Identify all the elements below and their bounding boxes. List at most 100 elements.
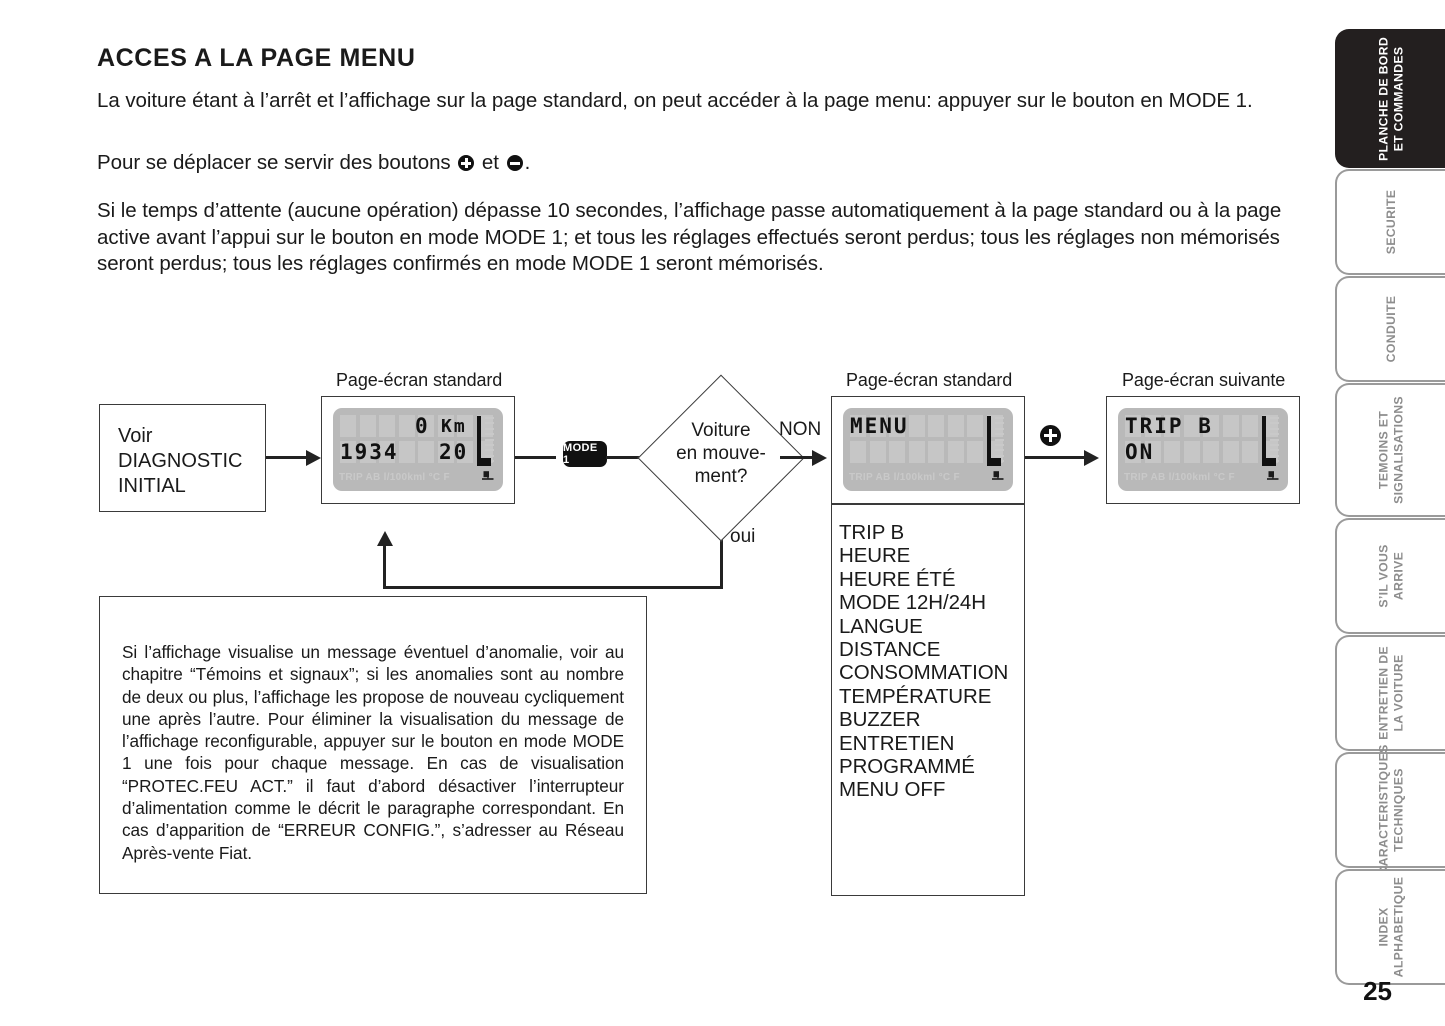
lcd-menu-line1: MENU: [850, 414, 909, 438]
lcd-standard-clock: 1934: [340, 440, 399, 464]
sidebar-tab-label-line1: PLANCHE DE BORD: [1376, 36, 1391, 161]
minus-icon: [506, 155, 523, 171]
lcd-trip-ghost-row-1: [1125, 415, 1281, 437]
sidebar-tab-label-line1: S’IL VOUS: [1376, 544, 1391, 608]
menu-items-list: TRIP B HEURE HEURE ÉTÉ MODE 12H/24H LANG…: [839, 521, 1029, 802]
lcd-menu-screen: MENU TRIP AB l/100kml °C F: [843, 408, 1013, 491]
lcd-standard-frame: 0 Km 1934 20 TRIP AB l/100kml °C F: [321, 396, 515, 504]
menu-item[interactable]: CONSOMMATION: [839, 661, 1009, 685]
caption-suivante: Page-écran suivante: [1122, 370, 1286, 390]
lcd-menu-ghost-row-2: [850, 441, 1006, 463]
sidebar-tab-temoins-et-signalisations[interactable]: TEMOINS ET SIGNALISATIONS: [1335, 383, 1445, 517]
decision-label: Voiture en mouve- ment?: [662, 419, 780, 488]
lcd-standard-odometer-value: 0: [415, 414, 430, 438]
fuel-pump-icon: [1267, 471, 1279, 480]
sidebar-tab-sil-vous-arrive[interactable]: S’IL VOUS ARRIVE: [1335, 518, 1445, 634]
buttons-paragraph-text-a: Pour se déplacer se servir des boutons: [97, 151, 457, 174]
sidebar-tab-label-line1: SECURITE: [1383, 189, 1398, 255]
start-box-line2: DIAGNOSTIC: [118, 450, 243, 472]
connector-menu-to-trip: [1025, 456, 1088, 459]
lcd-menu-bottom-labels: TRIP AB l/100kml °C F: [849, 472, 960, 483]
decision-line3: ment?: [694, 466, 748, 487]
buttons-paragraph-text-c: .: [524, 151, 531, 174]
buttons-paragraph: Pour se déplacer se servir des boutons e…: [97, 150, 797, 177]
sidebar-tab-conduite[interactable]: CONDUITE: [1335, 276, 1445, 382]
menu-item[interactable]: DISTANCE: [839, 638, 941, 662]
page-number: 25: [1363, 976, 1392, 1006]
lcd-trip-frame: TRIP B ON TRIP AB l/100kml °C F: [1106, 396, 1300, 504]
arrowhead-decision-to-menu: [812, 449, 827, 466]
edge-label-oui: oui: [730, 526, 756, 547]
arrowhead-menu-to-trip: [1084, 449, 1099, 466]
menu-item[interactable]: PROGRAMMÉ: [839, 755, 975, 779]
sidebar-tab-label-line2: ALPHABETIQUE: [1391, 876, 1405, 978]
menu-items-box: [831, 504, 1025, 896]
lcd-trip-ghost-row-2: [1125, 441, 1281, 463]
sidebar-tab-caracteristiques-techniques[interactable]: CARACTERISTIQUES TECHNIQUES: [1335, 744, 1445, 876]
sidebar-tab-index-alphabetique[interactable]: INDEX ALPHABETIQUE: [1335, 869, 1445, 985]
sidebar-tab-securite[interactable]: SECURITE: [1335, 169, 1445, 275]
lcd-trip-fuel-bar: [1262, 416, 1276, 466]
plus-icon[interactable]: [1040, 425, 1061, 446]
decision-line2: en mouve-: [676, 443, 766, 464]
lcd-standard-bottom-labels: TRIP AB l/100kml °C F: [339, 472, 450, 483]
sidebar-tab-label-line1: INDEX: [1376, 907, 1391, 947]
lcd-trip-line2: ON: [1125, 440, 1155, 464]
connector-standard-to-mode: [515, 456, 556, 459]
sidebar-tab-label: TEMOINS ET SIGNALISATIONS: [1377, 396, 1406, 504]
arrowhead-start-to-standard: [306, 449, 321, 466]
sidebar-tab-label: S’IL VOUS ARRIVE: [1377, 544, 1406, 607]
connector-start-to-standard: [266, 456, 308, 459]
start-box-label: Voir DIAGNOSTIC INITIAL: [118, 424, 242, 499]
sidebar-tab-label-line1: ENTRETIEN DE: [1376, 646, 1391, 740]
menu-item[interactable]: TRIP B: [839, 521, 905, 544]
lcd-trip-screen: TRIP B ON TRIP AB l/100kml °C F: [1118, 408, 1288, 491]
buttons-paragraph-text-b: et: [476, 151, 505, 174]
flowchart: Page-écran standard Page-écran standard …: [99, 370, 1300, 896]
connector-mode-to-decision: [606, 456, 661, 459]
menu-item[interactable]: TEMPÉRATURE: [839, 684, 992, 708]
start-box: [99, 404, 266, 512]
menu-item[interactable]: HEURE ÉTÉ: [839, 567, 956, 591]
lcd-standard-odometer-unit: Km: [441, 416, 467, 437]
menu-item[interactable]: ENTRETIEN: [839, 731, 955, 755]
menu-item[interactable]: MENU OFF: [839, 778, 946, 802]
sidebar-tab-label-line1: CARACTERISTIQUES: [1376, 744, 1391, 876]
sidebar-tab-label: INDEX ALPHABETIQUE: [1377, 877, 1406, 978]
caption-standard-left: Page-écran standard: [336, 370, 503, 390]
sidebar-tab-label-line2: ARRIVE: [1391, 551, 1405, 601]
sidebar-tab-label: PLANCHE DE BORD ET COMMANDES: [1377, 36, 1406, 160]
sidebar-tab-label-line2: TECHNIQUES: [1391, 768, 1405, 852]
sidebar-tab-entretien-de-la-voiture[interactable]: ENTRETIEN DE LA VOITURE: [1335, 635, 1445, 751]
menu-item[interactable]: BUZZER: [839, 708, 921, 732]
decision-line1: Voiture: [691, 420, 751, 441]
lcd-ghost-row-1: [340, 415, 496, 437]
connector-loop-vertical: [383, 545, 386, 589]
sidebar-tab-label-line2: LA VOITURE: [1391, 654, 1405, 732]
caption-standard-mid: Page-écran standard: [846, 370, 1013, 390]
lcd-menu-frame: MENU TRIP AB l/100kml °C F: [831, 396, 1025, 504]
sidebar-tab-label: ENTRETIEN DE LA VOITURE: [1377, 646, 1406, 740]
menu-item[interactable]: LANGUE: [839, 614, 923, 638]
fuel-pump-icon: [992, 471, 1004, 480]
chapter-tab-rail: PLANCHE DE BORD ET COMMANDES SECURITE CO…: [1330, 0, 1445, 1026]
lcd-standard-fuel-bar: [477, 416, 491, 466]
menu-item[interactable]: HEURE: [839, 544, 911, 568]
sidebar-tab-planche-de-bord[interactable]: PLANCHE DE BORD ET COMMANDES: [1335, 29, 1445, 168]
lcd-trip-bottom-labels: TRIP AB l/100kml °C F: [1124, 472, 1235, 483]
lcd-standard-temperature: 20: [439, 440, 469, 464]
edge-label-non: NON: [779, 419, 822, 440]
sidebar-tab-label: CONDUITE: [1384, 296, 1399, 363]
sidebar-tab-label-line2: SIGNALISATIONS: [1391, 396, 1405, 504]
note-box-text: Si l’affichage visualise un message éven…: [122, 642, 624, 863]
connector-decision-to-menu: [780, 456, 815, 459]
note-box: [99, 596, 647, 894]
lcd-menu-fuel-bar: [987, 416, 1001, 466]
mode-1-button[interactable]: MODE 1: [563, 441, 607, 467]
plus-icon: [458, 155, 475, 171]
page-title: ACCES A LA PAGE MENU: [97, 44, 416, 72]
menu-item[interactable]: MODE 12H/24H: [839, 591, 986, 615]
lcd-standard-screen: 0 Km 1934 20 TRIP AB l/100kml °C F: [333, 408, 503, 491]
sidebar-tab-label: CARACTERISTIQUES TECHNIQUES: [1377, 744, 1406, 875]
